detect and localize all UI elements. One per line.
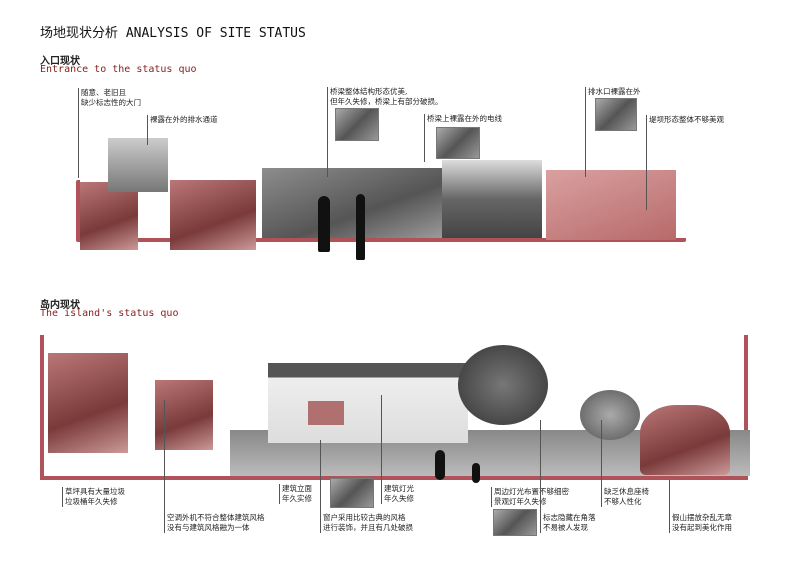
person-silhouette (318, 196, 330, 252)
drain-channel-photo (108, 138, 168, 192)
note-gate: 随意、老旧且 缺少标志性的大门 (78, 88, 141, 178)
section-entrance-subtitle: Entrance to the status quo (40, 64, 197, 75)
drain-outlet-thumbnail (595, 98, 637, 131)
bridge-photo (262, 168, 442, 238)
person-silhouette (356, 194, 365, 260)
embankment-photo (546, 170, 676, 240)
note-seating: 缺乏休息座椅 不够人性化 (601, 420, 649, 507)
rockery-photo (640, 405, 730, 475)
gate-right-photo (170, 180, 256, 250)
tree-photo (458, 345, 548, 425)
bridge-damage-thumbnail (335, 108, 379, 141)
note-ac-unit: 空调外机不符合整体建筑风格 没有与建筑风格融为一体 (164, 400, 265, 533)
entrance-panorama (76, 138, 686, 260)
sign-thumbnail (493, 509, 537, 536)
note-drain-outlet: 排水口裸露在外 (585, 87, 641, 177)
note-embankment: 堤坝形态整体不够美观 (646, 115, 724, 210)
window-thumbnail (330, 478, 374, 508)
building-plaque (308, 401, 344, 425)
note-building-lights: 建筑灯光 年久失修 (381, 395, 414, 504)
note-bridge: 桥梁整体结构形态优美, 但年久失修，桥梁上有部分破损。 (327, 87, 443, 177)
child-silhouette (472, 463, 480, 483)
note-facade: 建筑立面 年久实修 (279, 484, 312, 504)
note-drain-channel: 裸露在外的排水通道 (147, 115, 218, 145)
shrub-photo (580, 390, 640, 440)
trash-bin-photo (48, 353, 128, 453)
child-silhouette (435, 450, 445, 480)
section-entrance-title: 入口现状 (40, 56, 80, 67)
note-signage: 标志隐藏在角落 不易被人发现 (540, 420, 596, 533)
gate-left-photo (80, 182, 138, 250)
note-windows: 窗户采用比较古典的风格 进行装饰，并且有几处破损 (320, 440, 413, 533)
note-bridge-wires: 桥梁上裸露在外的电线 (424, 114, 502, 162)
section-island-title: 岛内现状 (40, 300, 80, 311)
island-panorama (40, 335, 752, 485)
note-landscape-lights: 周边灯光布置不够细密 景观灯年久失修 (491, 487, 569, 507)
section-island-subtitle: The island's status quo (40, 308, 179, 319)
river-photo (442, 160, 542, 238)
bridge-wires-thumbnail (436, 127, 480, 159)
building-photo (268, 363, 468, 443)
note-rockery: 假山摆放杂乱无章 没有起到美化作用 (669, 480, 732, 533)
note-trash: 草坪具有大量垃圾 垃圾桶年久失修 (62, 487, 125, 507)
page-title: 场地现状分析 ANALYSIS OF SITE STATUS (40, 26, 306, 41)
